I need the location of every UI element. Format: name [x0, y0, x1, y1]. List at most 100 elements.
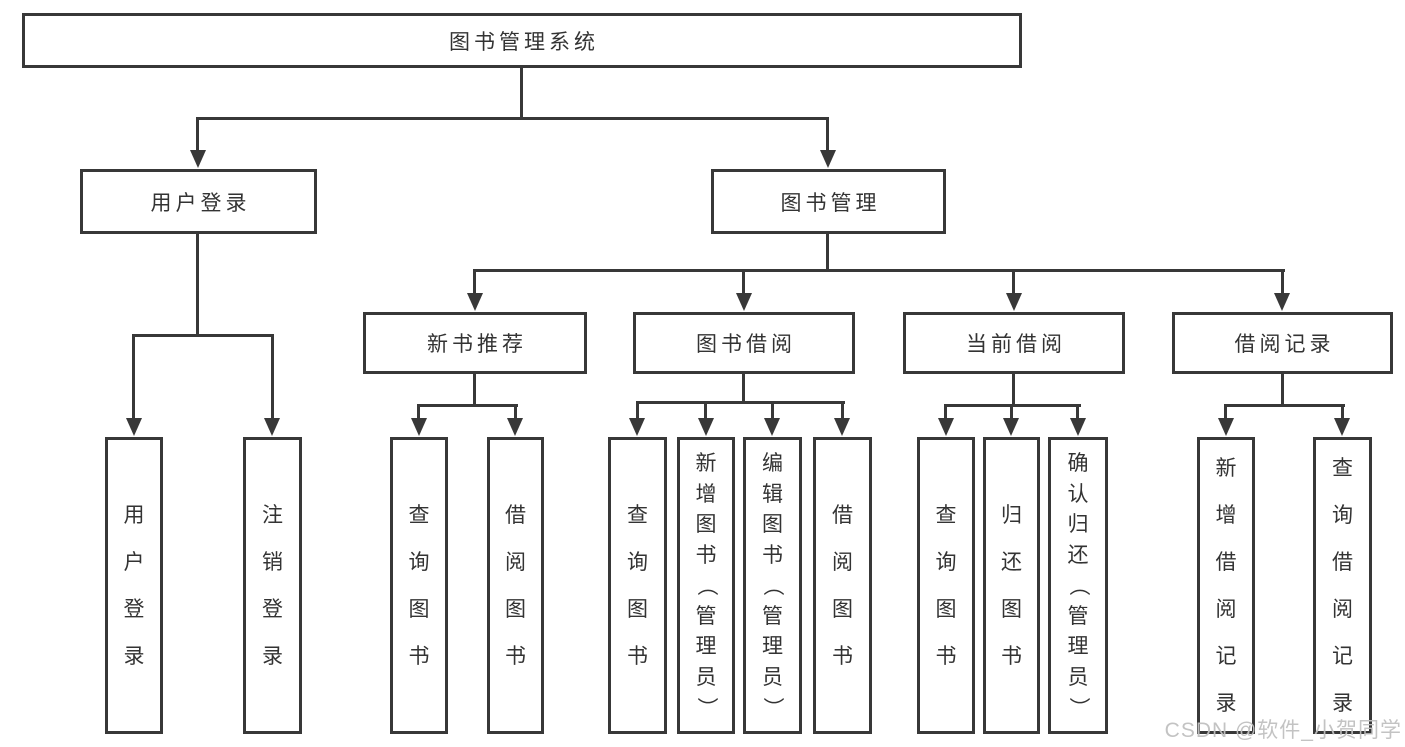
vertical-label-char: 阅	[1332, 597, 1353, 621]
vertical-label-char: 录	[1215, 691, 1237, 715]
vertical-label-char: 员	[1067, 665, 1089, 689]
vertical-label-char: 确	[1067, 452, 1089, 475]
vertical-label-char: 图	[832, 597, 853, 621]
arrow-down-icon	[411, 418, 427, 436]
vertical-label-char: 书	[935, 644, 957, 668]
vertical-label-char: 记	[1215, 644, 1237, 668]
vertical-label-char: 书	[832, 644, 853, 668]
vertical-label-char: 员	[695, 665, 717, 689]
leaf-logout-login: 注销登录	[243, 437, 302, 734]
leaf-borrow-edit-book-admin: 编辑图书（管理员）	[743, 437, 802, 734]
connector-newrec-drop	[417, 404, 420, 419]
vertical-label-char: 书	[505, 644, 526, 668]
vertical-label-char: （	[694, 575, 718, 596]
vertical-label-char: 理	[1067, 635, 1089, 658]
node-current-borrow: 当前借阅	[903, 312, 1125, 374]
arrow-down-icon	[1003, 418, 1019, 436]
leaf-newrec-borrow-book: 借阅图书	[487, 437, 544, 734]
vertical-label-char: 认	[1067, 482, 1089, 506]
leaf-borrow-query-book: 查询图书	[608, 437, 667, 734]
connector-current-drop	[1076, 404, 1079, 419]
vertical-label-char: 图	[1001, 597, 1022, 621]
vertical-label-char: 新	[1215, 456, 1237, 480]
arrow-down-icon	[126, 418, 142, 436]
node-borrow-records: 借阅记录	[1172, 312, 1393, 374]
connector-userlogin-drop	[271, 334, 274, 418]
vertical-label-char: 查	[408, 503, 430, 527]
connector-l3-drop	[473, 269, 476, 294]
connector-userlogin-horizontal	[132, 334, 274, 337]
vertical-label-char: 录	[1332, 691, 1353, 715]
arrow-down-icon	[834, 418, 850, 436]
vertical-label-char: 阅	[1215, 597, 1237, 621]
arrow-down-icon	[1006, 293, 1022, 311]
vertical-label-char: 借	[505, 503, 526, 527]
node-user-login: 用户登录	[80, 169, 317, 234]
vertical-label-char: 书	[627, 644, 648, 668]
vertical-label-char: 图	[935, 597, 957, 621]
vertical-label-char: 借	[1332, 550, 1353, 574]
connector-borrow-drop	[704, 401, 707, 418]
vertical-label-char: 登	[123, 597, 145, 621]
vertical-label-char: 增	[695, 482, 717, 506]
vertical-label-char: 询	[935, 550, 957, 574]
vertical-label-char: 书	[408, 644, 430, 668]
leaf-newrec-query-book: 查询图书	[390, 437, 448, 734]
vertical-label-char: 记	[1332, 644, 1353, 668]
connector-userlogin-drop	[132, 334, 135, 418]
vertical-label-char: 员	[762, 665, 783, 689]
node-new-book-recommend: 新书推荐	[363, 312, 587, 374]
leaf-current-query-book: 查询图书	[917, 437, 975, 734]
connector-borrow-drop	[771, 401, 774, 418]
vertical-label-char: 户	[123, 550, 145, 574]
leaf-borrow-borrow-book: 借阅图书	[813, 437, 872, 734]
vertical-label-char: （	[761, 575, 784, 596]
vertical-label-char: 管	[762, 604, 783, 628]
vertical-label-char: 图	[695, 513, 717, 536]
connector-l2-drop-right	[826, 117, 829, 151]
vertical-label-char: 借	[1215, 550, 1237, 574]
vertical-label-char: 借	[832, 503, 853, 527]
connector-current-stem	[1012, 374, 1015, 407]
vertical-label-char: 查	[1332, 456, 1353, 480]
connector-newrec-stem	[473, 374, 476, 407]
vertical-label-char: 书	[1001, 644, 1022, 668]
csdn-watermark: CSDN @软件_小贺同学	[1164, 719, 1402, 742]
connector-userlogin-stem	[196, 234, 199, 337]
vertical-label-char: 还	[1001, 550, 1022, 574]
connector-borrow-drop	[636, 401, 639, 418]
vertical-label-char: 图	[408, 597, 430, 621]
arrow-down-icon	[820, 150, 836, 168]
connector-records-drop	[1341, 404, 1344, 419]
vertical-label-char: 用	[123, 503, 145, 527]
connector-current-drop	[944, 404, 947, 419]
vertical-label-char: 录	[262, 644, 283, 668]
vertical-label-char: 书	[762, 543, 783, 567]
vertical-label-char: 辑	[762, 482, 783, 506]
vertical-label-char: 归	[1067, 513, 1089, 536]
connector-borrow-drop	[841, 401, 844, 418]
node-book-borrow: 图书借阅	[633, 312, 855, 374]
vertical-label-char: 归	[1001, 503, 1022, 527]
connector-l3-drop	[1281, 269, 1284, 294]
arrow-down-icon	[507, 418, 523, 436]
vertical-label-char: 阅	[832, 550, 853, 574]
connector-l2-drop-left	[196, 117, 199, 151]
vertical-label-char: 书	[695, 543, 717, 567]
arrow-down-icon	[1274, 293, 1290, 311]
connector-records-drop	[1224, 404, 1227, 419]
vertical-label-char: 询	[1332, 503, 1353, 527]
leaf-current-confirm-return-admin: 确认归还（管理员）	[1048, 437, 1108, 734]
vertical-label-char: 图	[762, 513, 783, 536]
vertical-label-char: 查	[935, 503, 957, 527]
arrow-down-icon	[264, 418, 280, 436]
connector-borrow-horizontal	[636, 401, 845, 404]
connector-bookmgmt-stem	[826, 233, 829, 272]
arrow-down-icon	[629, 418, 645, 436]
vertical-label-char: 销	[262, 550, 283, 574]
vertical-label-char: 询	[408, 550, 430, 574]
connector-l2-horizontal	[196, 117, 829, 120]
leaf-borrow-add-book-admin: 新增图书（管理员）	[677, 437, 735, 734]
arrow-down-icon	[1218, 418, 1234, 436]
